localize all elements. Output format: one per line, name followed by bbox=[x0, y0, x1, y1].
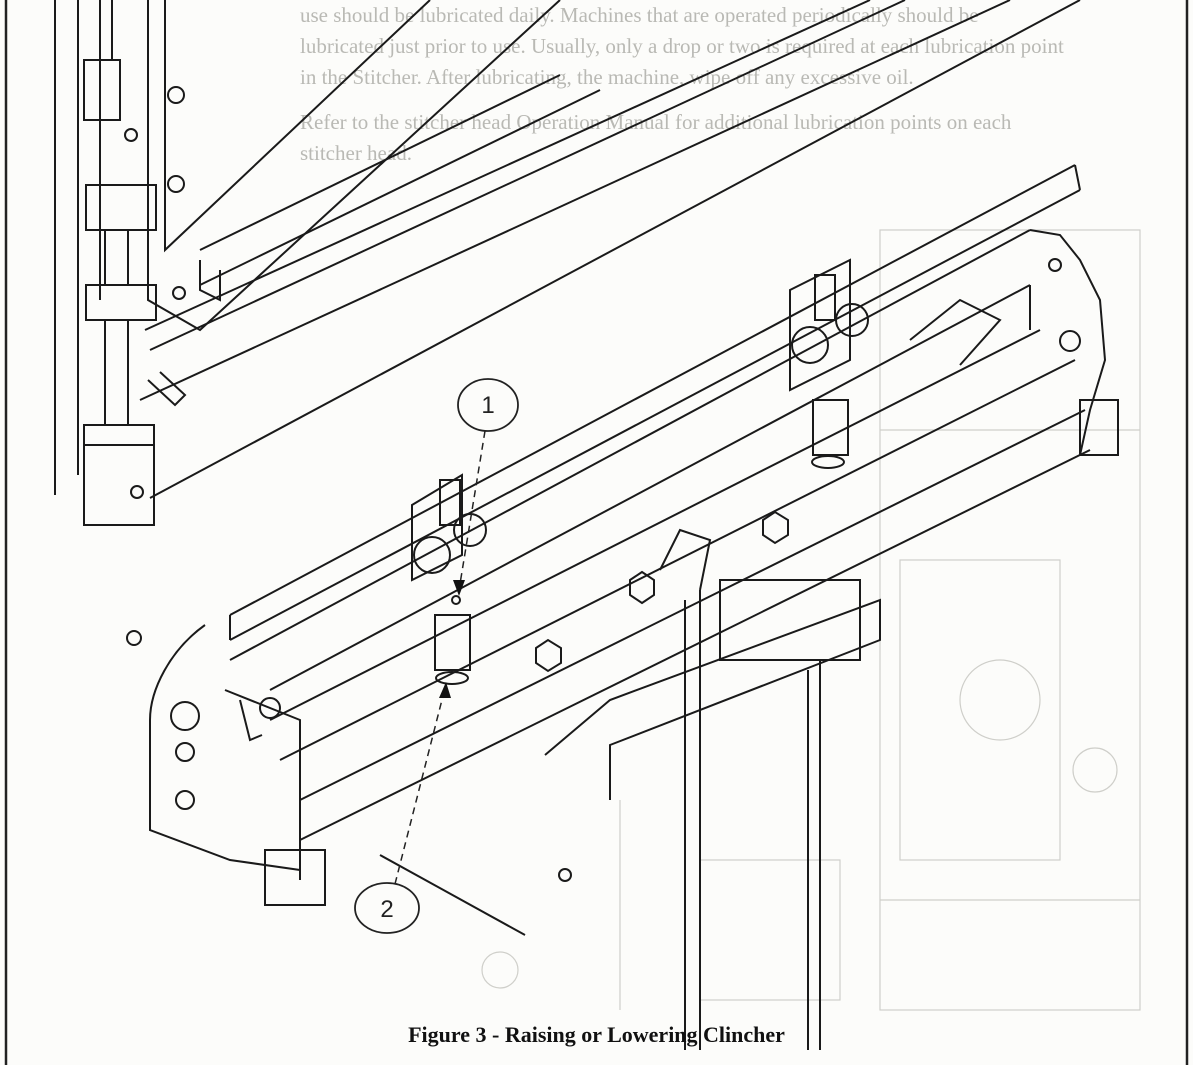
clincher-head-2 bbox=[789, 258, 1002, 469]
clincher-bar bbox=[229, 164, 1119, 841]
background-text-line-3: in the Stitcher. After lubricating, the … bbox=[300, 65, 914, 89]
clincher-head-1 bbox=[411, 473, 487, 685]
callout-2-leader bbox=[394, 687, 446, 885]
figure-caption: Figure 3 - Raising or Lowering Clincher bbox=[408, 1022, 785, 1047]
callout-1-label: 1 bbox=[481, 392, 494, 419]
upper-rail bbox=[139, 0, 1081, 499]
callout-2: 2 bbox=[354, 682, 451, 934]
callout-2-label: 2 bbox=[380, 896, 393, 923]
background-text: use should be lubricated daily. Machines… bbox=[300, 0, 1180, 183]
callout-2-circle bbox=[354, 882, 420, 934]
callout-2-arrowhead bbox=[439, 682, 451, 698]
figure-border bbox=[4, 0, 1189, 1065]
callout-1-arrowhead bbox=[453, 580, 465, 596]
left-end-plate bbox=[126, 624, 572, 936]
callout-1-circle bbox=[457, 378, 519, 432]
mounting-base bbox=[535, 510, 881, 1050]
callout-1-leader bbox=[458, 430, 486, 591]
callout-1: 1 bbox=[453, 378, 519, 596]
vertical-post bbox=[54, 0, 157, 526]
background-text-line-2: lubricated just prior to use. Usually, o… bbox=[300, 34, 1064, 58]
